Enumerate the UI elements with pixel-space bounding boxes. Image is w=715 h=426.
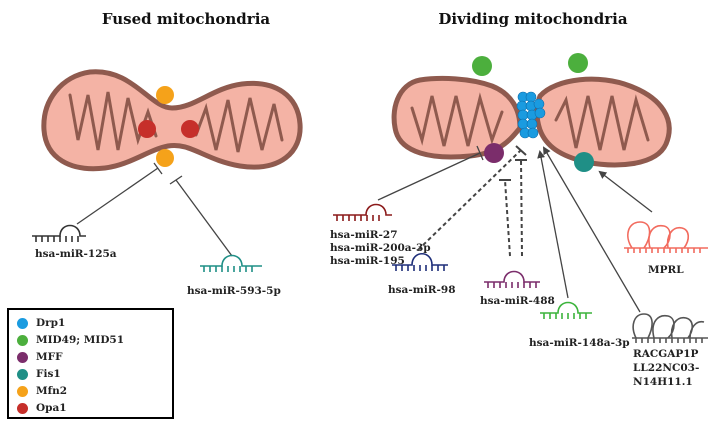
legend-item-mid49-mid51: MID49; MID51 (17, 333, 124, 347)
mff-legend-icon (17, 351, 28, 363)
legend-item-fis1: Fis1 (17, 367, 61, 381)
mir27-label: hsa-miR-27 (330, 229, 398, 241)
mir125a-hairpin-icon (32, 224, 86, 242)
mir98-hairpin-icon (392, 252, 448, 271)
fis1-legend-icon (17, 368, 28, 380)
ll22-label: LL22NC03- (633, 362, 699, 374)
dividing-title: Dividing mitochondria (438, 10, 627, 28)
legend-item-drp1: Drp1 (17, 316, 65, 330)
fused-inhibition-lines (76, 162, 233, 257)
mir593-label: hsa-miR-593-5p (187, 285, 281, 297)
legend-label-mff: MFF (36, 351, 63, 363)
dividing-connector-lines (377, 145, 653, 313)
opa1-right-icon (181, 120, 199, 138)
legend-label-fis1: Fis1 (36, 368, 61, 380)
mprl-label: MPRL (648, 264, 684, 276)
legend-item-mff: MFF (17, 350, 63, 364)
mir488-hairpin-icon (484, 270, 540, 288)
mir148a-hairpin-icon (540, 301, 592, 319)
mfn2-legend-icon (17, 385, 28, 397)
drp1-legend-icon (17, 317, 28, 329)
n14h11-label: N14H11.1 (633, 376, 693, 388)
mid49-mid51-legend-icon (17, 334, 28, 346)
mir195-label: hsa-miR-195 (330, 255, 405, 267)
legend-label-mfn2: Mfn2 (36, 385, 68, 397)
fused-mitochondrion (41, 69, 303, 172)
fis1-icon (574, 152, 594, 172)
opa1-left-icon (138, 120, 156, 138)
mir27-hairpin-icon (333, 203, 392, 221)
legend-item-opa1: Opa1 (17, 401, 67, 415)
mprl-structure-icon (624, 221, 708, 253)
legend-item-mfn2: Mfn2 (17, 384, 67, 398)
mir488-label: hsa-miR-488 (480, 295, 555, 307)
racgap-structure-icon (632, 313, 708, 343)
mff-icon (484, 143, 504, 163)
racgap1p-label: RACGAP1P (633, 348, 699, 360)
legend-label-mid49-mid51: MID49; MID51 (36, 334, 125, 346)
mir125a-label: hsa-miR-125a (35, 248, 117, 260)
dividing-mitochondrion (391, 53, 672, 172)
legend: Drp1 MID49; MID51 MFF Fis1 Mfn2 Opa1 (7, 308, 174, 419)
mid49-mid51-right-icon (568, 53, 588, 73)
drp1-cluster-icon (516, 91, 546, 139)
legend-label-drp1: Drp1 (36, 317, 66, 329)
mfn2-bottom-icon (156, 149, 174, 167)
mfn2-top-icon (156, 86, 174, 104)
fused-title: Fused mitochondria (102, 10, 271, 28)
opa1-legend-icon (17, 402, 28, 414)
mir98-label: hsa-miR-98 (388, 284, 456, 296)
legend-label-opa1: Opa1 (36, 402, 67, 414)
mid49-mid51-left-icon (472, 56, 492, 76)
mir148a-label: hsa-miR-148a-3p (529, 337, 630, 349)
mir200a-label: hsa-miR-200a-3p (330, 242, 431, 254)
mir593-hairpin-icon (200, 254, 262, 272)
